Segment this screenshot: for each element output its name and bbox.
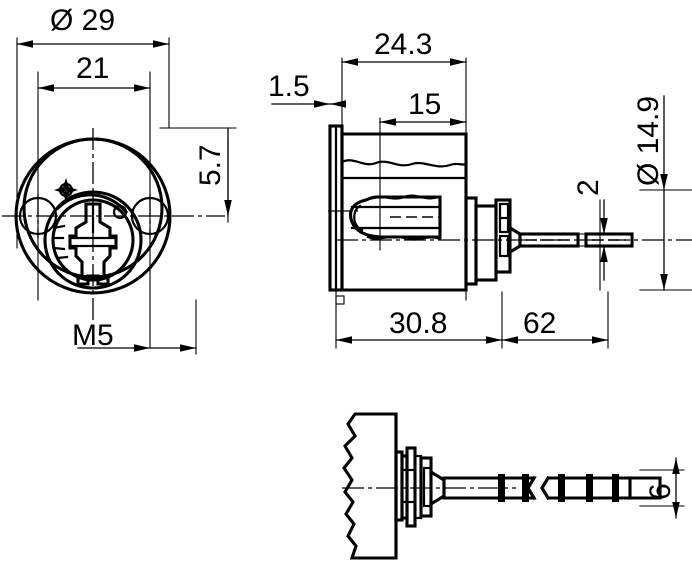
- datum-spike-bottom: [63, 190, 69, 202]
- arrow-m5-right: [180, 344, 196, 352]
- dim-label-key-diameter: Ø 14.9: [632, 96, 665, 186]
- dim-label-hole-offset: 5.7: [194, 144, 227, 186]
- arrow-2-down: [600, 218, 608, 234]
- bitting-cut-3: [558, 474, 565, 502]
- arrow-m5-left: [134, 344, 150, 352]
- shaft-segment-1: [518, 232, 580, 248]
- arrow-21-left: [38, 84, 54, 92]
- dim-label-body-length: 24.3: [374, 28, 432, 61]
- key-blade-inserted: [348, 194, 442, 241]
- cam-body: [474, 204, 498, 282]
- arrow-62-left: [502, 336, 518, 344]
- datum-spike-top: [63, 178, 69, 190]
- collar-plate-3: [405, 446, 417, 528]
- arrow-308-left: [336, 336, 352, 344]
- plug-boss: [112, 204, 128, 220]
- plug-outer-ring: [43, 190, 143, 290]
- front-view-group: [2, 37, 237, 355]
- arrow-57-down: [224, 200, 232, 216]
- knob-break-outline: [342, 412, 398, 560]
- key-top-serration: [368, 194, 440, 200]
- bitting-cut-5: [612, 474, 619, 502]
- key-plug-assembly: [43, 190, 143, 290]
- dim-label-plug-length: 15: [408, 88, 441, 121]
- datum-spike-left: [54, 187, 66, 193]
- break-line-upper: [340, 159, 468, 168]
- arrow-od-left: [17, 40, 33, 48]
- datum-square-marker: [335, 295, 345, 305]
- arrow-15-right: [450, 118, 466, 126]
- dim-label-total-body: 30.8: [389, 307, 447, 340]
- dim-label-outer-diameter: Ø 29: [50, 4, 115, 37]
- bitting-cut-1: [498, 474, 505, 502]
- arrow-243-right: [450, 58, 466, 66]
- arrow-6-up: [672, 458, 680, 474]
- collar-stack: [394, 446, 446, 528]
- arrow-21-right: [134, 84, 150, 92]
- arrow-flange-right: [330, 100, 346, 108]
- blade-seg2-outline: [540, 476, 662, 500]
- dim-label-shaft-offset: 2: [572, 179, 605, 196]
- dim-label-key-width: 6: [644, 483, 677, 500]
- plug-tooth-4: [56, 255, 69, 260]
- collar-plate-5: [419, 456, 433, 518]
- arrow-149-bottom: [660, 274, 668, 290]
- dim-label-thread: M5: [72, 319, 114, 352]
- cam-plate-assembly: [464, 196, 522, 286]
- keyway-profile: [68, 202, 118, 286]
- cam-flange-outer: [494, 198, 512, 274]
- key-blade-segment-1: [342, 474, 537, 502]
- arrow-15-left: [380, 118, 396, 126]
- bottom-view-group: [342, 412, 685, 560]
- plug-inner-ring: [51, 198, 135, 282]
- datum-target-symbol: [54, 178, 78, 202]
- section-view-group: [271, 57, 692, 349]
- key-bottom-serration: [366, 235, 442, 241]
- dim-label-flange-thickness: 1.5: [268, 70, 310, 103]
- dim-label-hole-spacing: 21: [76, 52, 109, 85]
- arrow-od-right: [153, 40, 169, 48]
- dim-label-key-length: 62: [523, 307, 556, 340]
- arrow-149-top: [660, 174, 668, 190]
- arrow-308-right: [486, 336, 502, 344]
- bitting-cut-4: [586, 474, 593, 502]
- datum-spike-right: [66, 187, 78, 193]
- arrow-243-left: [342, 58, 358, 66]
- key-blade-segment-2: [540, 474, 662, 502]
- arrow-2-up: [600, 246, 608, 262]
- arrow-6-down: [672, 502, 680, 518]
- arrow-62-right: [592, 336, 608, 344]
- cam-slot-lower: [498, 234, 510, 258]
- bitting-cut-2: [522, 474, 529, 502]
- break-zigzag-left: [526, 475, 537, 501]
- collar-inner-slot: [422, 466, 433, 508]
- arrow-flange-left: [314, 100, 330, 108]
- plug-tooth-1: [52, 224, 66, 230]
- plug-tooth-3: [52, 246, 66, 251]
